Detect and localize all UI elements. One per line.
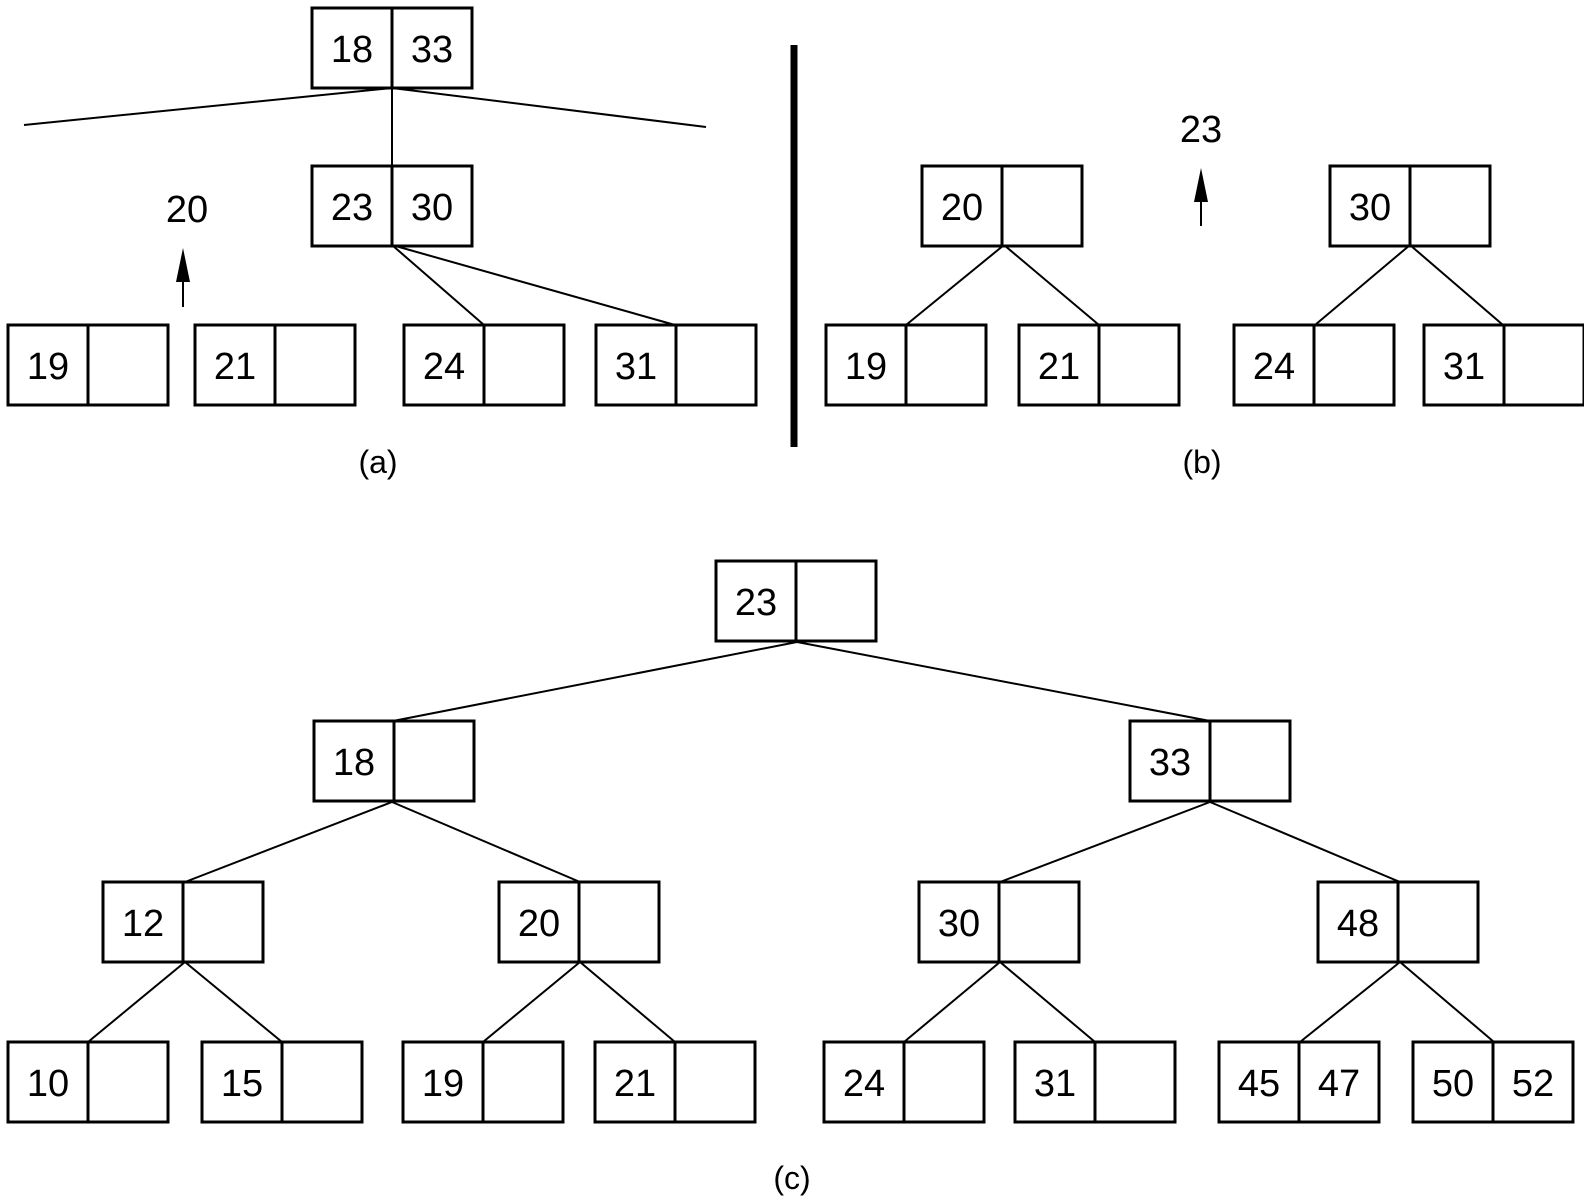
leaf-c-8: 50 52 <box>1411 1040 1575 1124</box>
node-key: 31 <box>615 346 657 388</box>
promoted-key-b: 23 <box>1180 109 1222 151</box>
edge-20-19 <box>482 961 581 1043</box>
edge-12-10 <box>87 961 186 1043</box>
edge-33-30 <box>999 801 1211 883</box>
node-key: 19 <box>27 346 69 388</box>
edge-18-20 <box>391 801 581 883</box>
leaf-c-5: 24 <box>822 1040 986 1124</box>
node-a-root: 18 33 <box>310 6 474 90</box>
edge-20-leaf-21 <box>1003 244 1100 326</box>
node-key: 21 <box>614 1063 656 1105</box>
node-key: 30 <box>938 903 980 945</box>
leaf-a-4: 31 <box>594 323 758 407</box>
panel-b <box>905 168 1504 326</box>
edge-48-50-52 <box>1399 961 1495 1043</box>
leaf-a-2: 21 <box>193 323 357 407</box>
node-key: 52 <box>1512 1063 1554 1105</box>
leaf-b-4: 31 <box>1422 323 1584 407</box>
leaf-a-3: 24 <box>402 323 566 407</box>
leaf-c-1: 10 <box>6 1040 170 1124</box>
node-c-48: 48 <box>1316 880 1480 964</box>
edge-20-21 <box>579 961 676 1043</box>
node-key: 19 <box>845 346 887 388</box>
node-key: 31 <box>1034 1063 1076 1105</box>
node-key: 24 <box>1253 346 1295 388</box>
leaf-c-2: 15 <box>200 1040 364 1124</box>
node-key: 33 <box>411 29 453 71</box>
node-key: 18 <box>331 29 373 71</box>
node-b-left-parent: 20 <box>920 164 1084 248</box>
node-key: 21 <box>1038 346 1080 388</box>
promote-arrow-head <box>1194 168 1208 202</box>
node-c-12: 12 <box>101 880 265 964</box>
node-key: 47 <box>1318 1063 1360 1105</box>
leaf-c-7: 45 47 <box>1217 1040 1381 1124</box>
node-key: 10 <box>27 1063 69 1105</box>
node-key: 33 <box>1149 742 1191 784</box>
node-key: 45 <box>1238 1063 1280 1105</box>
node-key: 12 <box>122 903 164 945</box>
node-key: 18 <box>333 742 375 784</box>
node-key: 30 <box>411 187 453 229</box>
node-key: 48 <box>1337 903 1379 945</box>
node-key: 20 <box>518 903 560 945</box>
node-key: 15 <box>221 1063 263 1105</box>
node-c-20: 20 <box>497 880 661 964</box>
leaf-b-3: 24 <box>1232 323 1396 407</box>
edge-30-31 <box>999 961 1096 1043</box>
node-c-33: 33 <box>1128 719 1292 803</box>
edge-root-33 <box>796 641 1211 722</box>
panel-a <box>23 87 707 326</box>
node-key: 30 <box>1349 187 1391 229</box>
leaf-c-4: 21 <box>593 1040 757 1124</box>
node-c-18: 18 <box>312 719 476 803</box>
edge-33-48 <box>1209 801 1401 883</box>
edge-30-leaf-24 <box>1314 244 1411 326</box>
edge-child-leaf-31 <box>391 244 676 326</box>
node-key: 19 <box>422 1063 464 1105</box>
node-key: 24 <box>423 346 465 388</box>
node-key: 21 <box>214 346 256 388</box>
node-c-30: 30 <box>917 880 1081 964</box>
node-b-right-parent: 30 <box>1328 164 1492 248</box>
edge-12-15 <box>184 961 283 1043</box>
leaf-a-1: 19 <box>6 323 170 407</box>
edge-30-leaf-31 <box>1409 244 1504 326</box>
caption-a: (a) <box>358 444 397 480</box>
node-c-root: 23 <box>714 559 878 643</box>
caption-b: (b) <box>1182 444 1221 480</box>
edge-48-45-47 <box>1299 961 1401 1043</box>
promoted-key-a: 20 <box>166 189 208 231</box>
panel-c <box>87 641 1495 1043</box>
edge-root-right-fragment <box>391 87 707 128</box>
node-key: 31 <box>1443 346 1485 388</box>
node-key: 20 <box>941 187 983 229</box>
node-key: 50 <box>1432 1063 1474 1105</box>
node-a-child: 23 30 <box>310 164 474 248</box>
edge-root-left-fragment <box>23 87 393 126</box>
caption-c: (c) <box>773 1160 810 1196</box>
node-key: 24 <box>843 1063 885 1105</box>
edge-child-leaf-24 <box>391 244 485 326</box>
leaf-b-1: 19 <box>824 323 988 407</box>
node-key: 23 <box>735 582 777 624</box>
edge-root-18 <box>392 641 798 722</box>
leaf-c-6: 31 <box>1013 1040 1177 1124</box>
promote-arrow-head <box>176 248 190 282</box>
edge-30-24 <box>903 961 1001 1043</box>
edge-18-12 <box>184 801 393 883</box>
edge-20-leaf-19 <box>905 244 1005 326</box>
node-key: 23 <box>331 187 373 229</box>
leaf-c-3: 19 <box>401 1040 565 1124</box>
leaf-b-2: 21 <box>1017 323 1181 407</box>
